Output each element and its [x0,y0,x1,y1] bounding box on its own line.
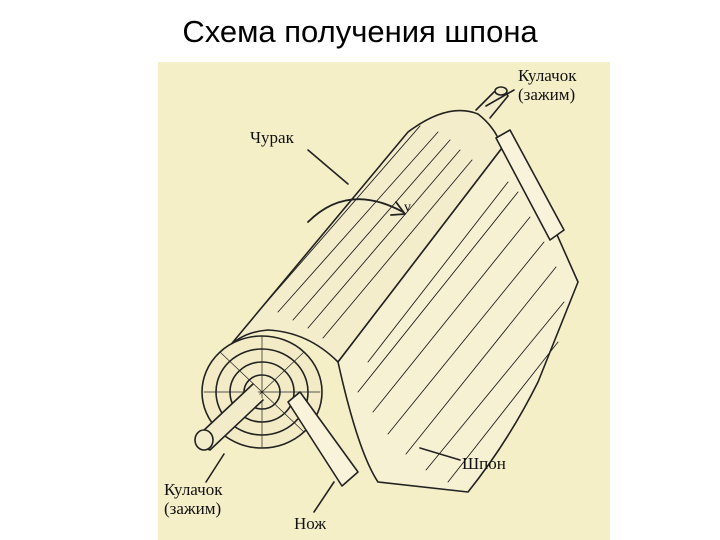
label-rotation: v [404,200,411,215]
label-chuck-top: Кулачок (зажим) [518,66,576,104]
leader-log [307,149,349,185]
slide-title: Схема получения шпона [182,14,538,49]
leader-chuck-top [485,89,515,107]
bottom-chuck-end [194,429,214,451]
wood-grain [257,125,565,483]
rotation-arrow [307,198,404,223]
label-chuck-bottom: Кулачок (зажим) [164,480,222,518]
label-knife: Нож [294,514,327,533]
label-chuck-bottom-line2: (зажим) [164,499,222,518]
veneer-peeling-diagram: Кулачок (зажим) Чурак v Шпон Кулачок (за… [158,62,610,540]
knife-top [495,129,565,241]
label-veneer: Шпон [462,454,506,473]
knife-bottom [287,391,359,487]
leader-knife [313,481,335,513]
label-chuck-bottom-line1: Кулачок [164,480,223,499]
label-chuck-top-line2: (зажим) [518,85,576,104]
leader-veneer [419,447,461,461]
diagram-drawing [194,86,579,513]
top-chuck-end [494,86,508,96]
leader-chuck-bottom [205,453,225,483]
label-log: Чурак [250,128,294,147]
label-chuck-top-line1: Кулачок [518,66,577,85]
